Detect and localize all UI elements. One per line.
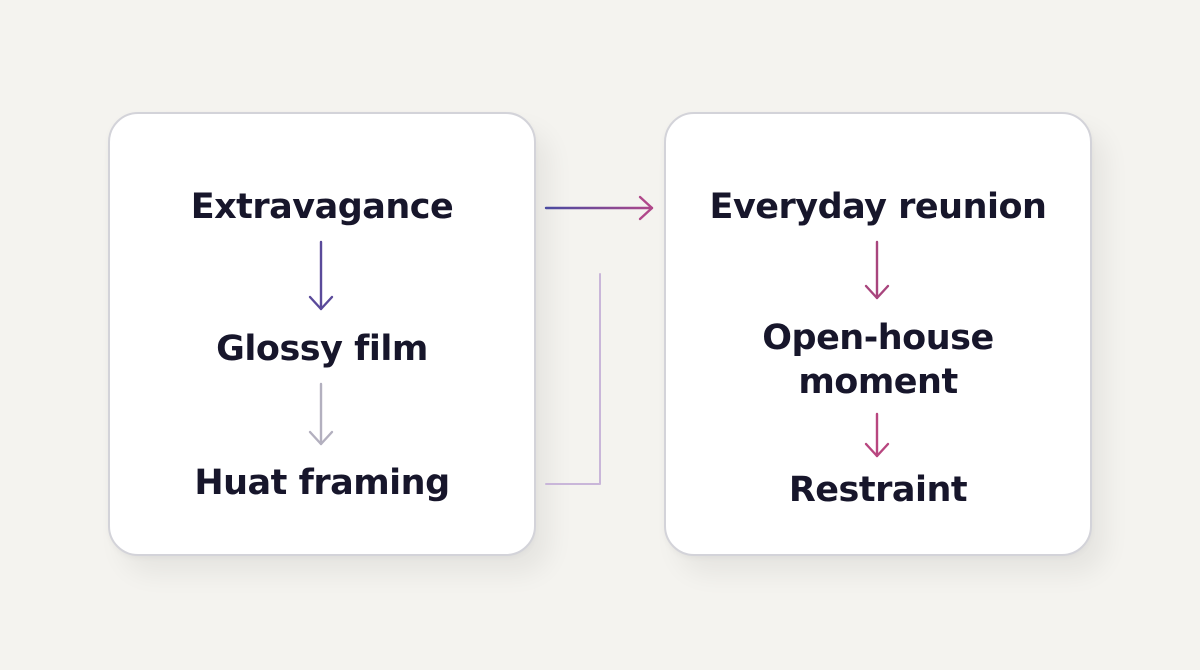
step-huat-framing: Huat framing: [194, 463, 450, 503]
step-everyday-reunion: Everyday reunion: [709, 187, 1047, 227]
step-extravagance: Extravagance: [190, 187, 454, 227]
step-open-house-moment: Open-house moment: [762, 318, 994, 402]
connector-left-to-right-panel: [544, 195, 654, 221]
step-glossy-film: Glossy film: [216, 329, 428, 369]
left-panel: Extravagance Glossy film Huat framing: [108, 112, 536, 556]
right-panel: Everyday reunion Open-house moment Restr…: [664, 112, 1092, 556]
step-restraint: Restraint: [788, 470, 968, 510]
connector-huat-framing-return: [545, 273, 601, 485]
